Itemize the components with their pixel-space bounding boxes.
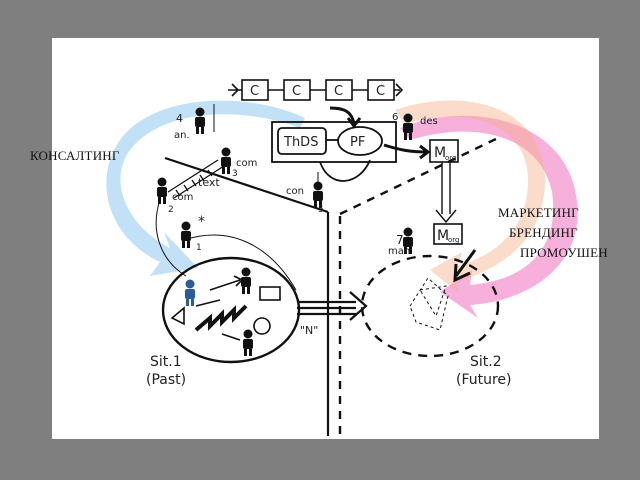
pink-cycle-arrow bbox=[400, 115, 578, 318]
sit1-circle bbox=[161, 256, 301, 364]
pf-ellipse bbox=[337, 126, 383, 156]
pf-label: PF bbox=[350, 135, 365, 150]
thds-label: ThDS bbox=[283, 135, 318, 150]
label-1: 1 bbox=[196, 243, 202, 253]
consulting-label: КОНСАЛТИНГ bbox=[30, 148, 120, 163]
person-figure-3 bbox=[221, 147, 231, 174]
m-org-top-suffix: org bbox=[445, 154, 456, 162]
divider-lines bbox=[164, 156, 330, 436]
label-2: 2 bbox=[168, 205, 174, 215]
orange-cycle-arrow bbox=[395, 100, 545, 294]
hatched-ramp bbox=[167, 159, 225, 199]
diagonal-arrow bbox=[453, 249, 477, 283]
m-org-top-label: M bbox=[434, 145, 446, 161]
sit1-contents bbox=[170, 275, 281, 341]
connection-curves bbox=[155, 104, 319, 291]
person-figure-7 bbox=[403, 227, 413, 254]
c-box-1 bbox=[241, 79, 269, 101]
person-figure-1 bbox=[181, 221, 191, 248]
label-text: text bbox=[198, 176, 220, 189]
sit2-circle bbox=[360, 254, 500, 358]
label-past: (Past) bbox=[146, 372, 186, 388]
label-des: des bbox=[420, 116, 438, 127]
promotion-label: ПРОМОУШЕН bbox=[520, 245, 608, 260]
m-org-box-top bbox=[429, 139, 459, 163]
m-org-bottom-label: M bbox=[437, 228, 449, 244]
chain-of-c-boxes bbox=[228, 79, 404, 101]
person-figure-inner-b bbox=[243, 329, 253, 356]
label-man: man bbox=[388, 246, 410, 257]
person-figure-inner-a bbox=[241, 267, 251, 294]
person-figure-4 bbox=[195, 107, 205, 134]
person-figure-inner-blue bbox=[185, 279, 195, 306]
marketing-label: МАРКЕТИНГ bbox=[498, 205, 579, 220]
thds-box bbox=[277, 127, 327, 155]
label-star: * bbox=[198, 214, 205, 230]
dashed-divider bbox=[338, 136, 499, 436]
c-box-3-label: C bbox=[334, 84, 343, 99]
sit2-dashed-shapes bbox=[409, 277, 449, 331]
label-3: 3 bbox=[232, 169, 238, 179]
label-5: 5 bbox=[318, 205, 324, 215]
label-sit1: Sit.1 bbox=[150, 354, 182, 370]
label-con: con bbox=[286, 186, 304, 197]
blue-cycle-arrow bbox=[106, 100, 305, 276]
label-com-3: com bbox=[236, 158, 257, 169]
c-box-1-label: C bbox=[250, 84, 259, 99]
label-n: "N" bbox=[300, 324, 318, 337]
person-figure-6 bbox=[403, 113, 413, 140]
c-box-3 bbox=[325, 79, 353, 101]
label-an: an. bbox=[174, 130, 190, 141]
c-box-4 bbox=[367, 79, 395, 101]
c-box-2-label: C bbox=[292, 84, 301, 99]
label-6: 6 bbox=[392, 112, 398, 123]
person-figure-5 bbox=[313, 181, 323, 208]
c-box-4-label: C bbox=[376, 84, 385, 99]
m-org-down-arrow bbox=[435, 162, 457, 224]
label-sit2: Sit.2 bbox=[470, 354, 502, 370]
label-future: (Future) bbox=[456, 372, 512, 388]
label-com-2: com bbox=[172, 192, 193, 203]
m-org-bottom-suffix: org bbox=[448, 236, 459, 244]
transition-arrow bbox=[297, 291, 368, 321]
person-figure-2 bbox=[157, 177, 167, 204]
branding-label: БРЕНДИНГ bbox=[509, 225, 578, 240]
label-7: 7 bbox=[396, 233, 404, 247]
c-box-2 bbox=[283, 79, 311, 101]
thds-pf-process bbox=[271, 106, 431, 182]
label-4: 4 bbox=[176, 112, 183, 125]
m-org-box-bottom bbox=[433, 223, 463, 245]
